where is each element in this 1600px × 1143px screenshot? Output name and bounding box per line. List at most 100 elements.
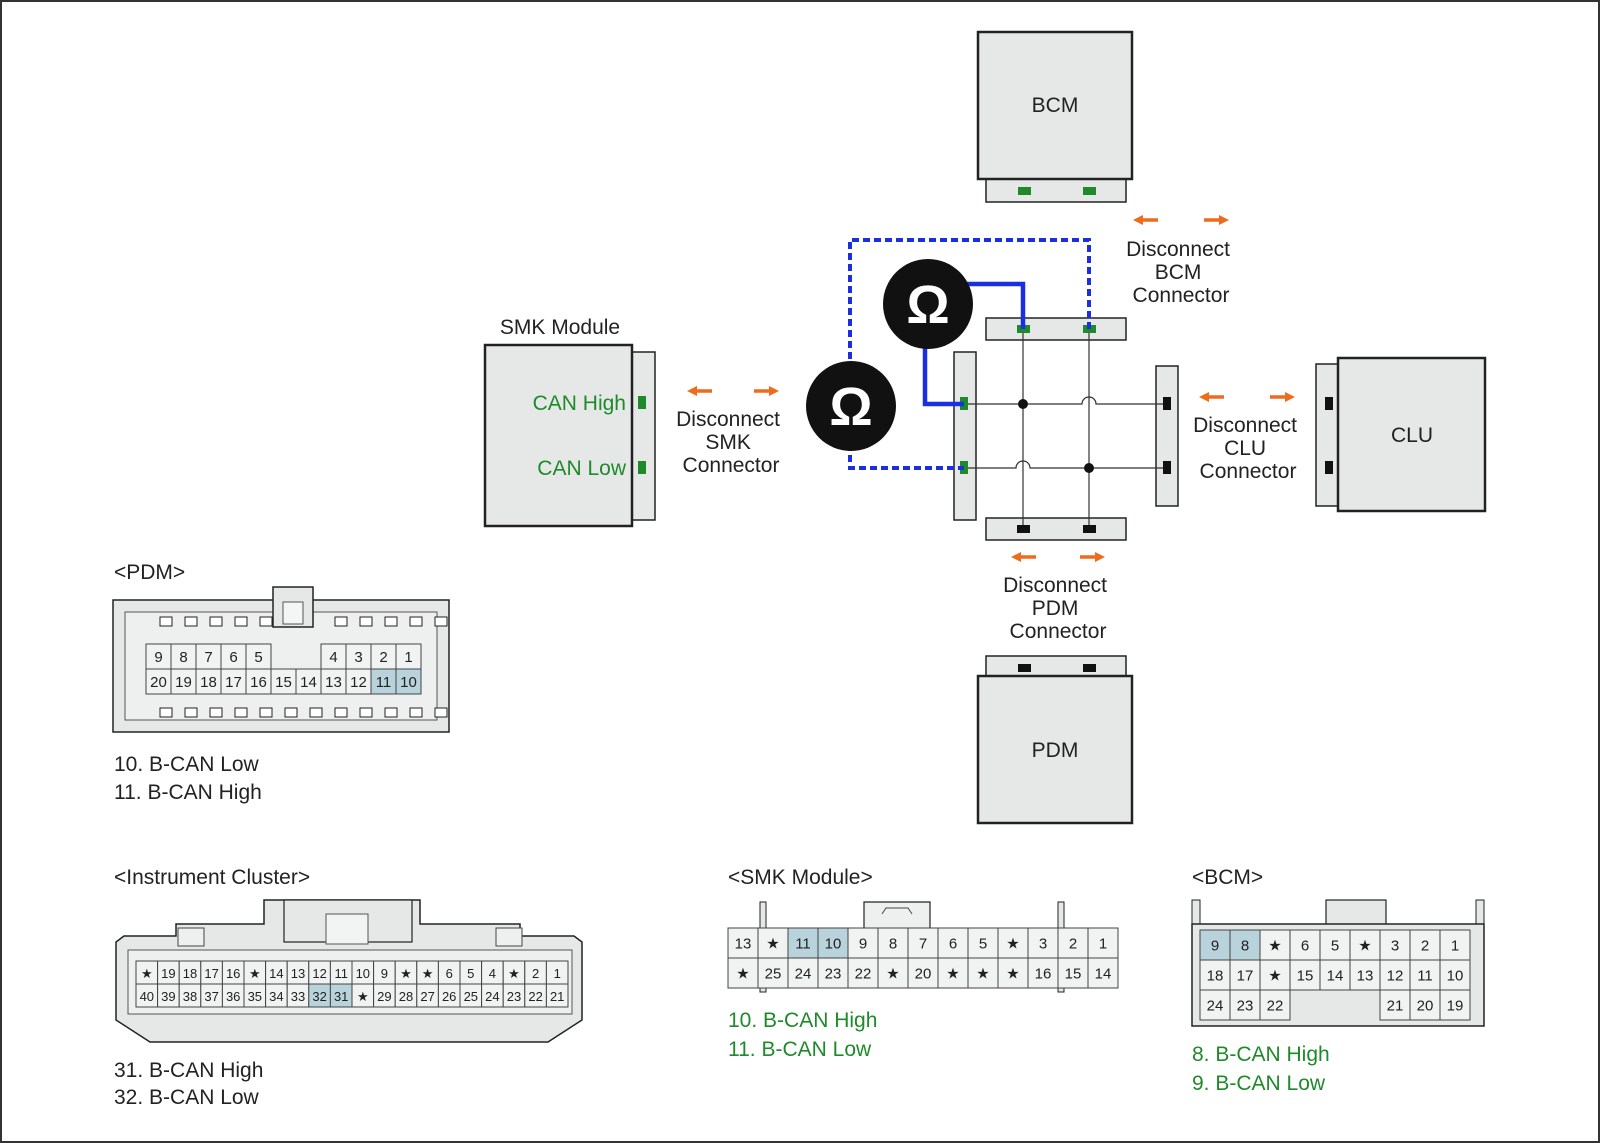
pin-number: 12 [1387,968,1404,985]
pin-number: 25 [765,966,782,983]
splice-dot [1084,463,1094,473]
pin-number: 24 [485,989,499,1004]
pdm-module-box [976,674,1134,825]
pdm-module: PDM [976,655,1134,825]
smk-can-low-label: CAN Low [537,457,627,480]
pin-number: 15 [275,674,292,691]
ohm-symbol: Ω [906,275,949,335]
pin-cell [1289,929,1321,961]
clu-module-pin [1325,397,1333,410]
pin-number: 15 [1065,966,1082,983]
junction-bcm-connector [985,317,1127,341]
pin-number: 5 [979,936,987,953]
pin-number: 5 [254,649,262,666]
junction-can-low-wire [965,460,1167,469]
pin-number: 23 [507,989,521,1004]
pin-number: 14 [269,966,283,981]
pin-number: ★ [1358,938,1371,955]
meter-probe-wire-dashed [848,238,1091,366]
smk-module-pin [638,461,646,474]
pin-number: 14 [1327,968,1344,985]
ohmmeter-icon [883,259,973,349]
bcm-legend-line: 8. B-CAN High [1192,1043,1330,1066]
pin-cell [877,927,909,959]
pin-number: ★ [976,966,989,983]
pin-cell [1409,989,1441,1021]
pin-number: 4 [489,966,496,981]
pin-number: ★ [422,966,434,981]
cluster-legend-line: 32. B-CAN Low [114,1086,260,1109]
connector-tooth [234,616,248,627]
connector-tooth [159,616,173,627]
pin-cell [345,668,372,695]
pin-cell [1349,929,1381,961]
pdm-module-pin [1018,664,1031,672]
pin-number: 20 [915,966,932,983]
pin-number: 37 [204,989,218,1004]
pin-cell [1087,957,1119,989]
pin-number: 17 [1237,968,1254,985]
pin-number: 6 [446,966,453,981]
clu-module-pin [1325,461,1333,474]
pin-number: 9 [154,649,162,666]
connector-tooth [409,707,423,718]
ohmmeter-left: Ω [806,361,896,451]
pin-cell [395,668,422,695]
pin-number: 18 [1207,968,1224,985]
pin-number: 21 [550,989,564,1004]
pin-number: 5 [1331,938,1339,955]
pin-cell [1057,957,1089,989]
smk-legend-line: 10. B-CAN High [728,1009,877,1032]
pin-number: 23 [825,966,842,983]
disconnect-pdm-label: Disconnect PDM Connector [1003,574,1113,643]
pin-number: 24 [1207,998,1224,1015]
bcm-legend-line: 9. B-CAN Low [1192,1072,1326,1095]
connector-tooth [384,616,398,627]
pin-number: 13 [735,936,752,953]
pin-cell [1349,959,1381,991]
pin-number: 22 [855,966,872,983]
pin-number: 8 [889,936,897,953]
smk-connector-title: <SMK Module> [728,866,873,889]
pdm-connector-title: <PDM> [114,561,185,584]
pin-number: 6 [1301,938,1309,955]
junction-smk-connector [953,351,977,521]
pdm-legend-line: 11. B-CAN High [114,781,262,804]
pin-number: 5 [467,966,474,981]
pin-number: 10 [400,674,417,691]
pin-cell [907,927,939,959]
pdm-module-label: PDM [1032,739,1079,762]
pin-number: 3 [1391,938,1399,955]
clu-module-label: CLU [1391,424,1433,447]
pin-number: 6 [949,936,957,953]
bcm-connector-post [1191,899,1201,927]
pin-number: 11 [795,936,811,953]
pdm-connector-latch-slot [282,601,304,625]
pin-number: 9 [1211,938,1219,955]
pin-number: ★ [736,966,749,983]
junction-pin [1163,461,1171,474]
pin-cell [145,668,172,695]
bcm-module-label: BCM [1032,94,1079,117]
pin-cell [545,983,569,1008]
disconnect-smk-label: Disconnect SMK Connector [676,408,786,477]
pdm-legend-line: 10. B-CAN Low [114,753,260,776]
clu-module: CLU [1315,356,1487,513]
pin-number: 1 [1451,938,1459,955]
pin-number: 24 [795,966,812,983]
pin-number: 2 [532,966,539,981]
connector-tooth [309,707,323,718]
pin-number: 10 [825,936,842,953]
pin-number: 27 [420,989,434,1004]
junction-pdm-connector [985,517,1127,541]
pin-number: 18 [200,674,217,691]
pin-number: 18 [183,966,197,981]
pin-number: 17 [225,674,242,691]
pin-number: 11 [1417,968,1433,985]
pin-number: 22 [1267,998,1284,1015]
cluster-connector-tab [495,927,523,947]
pin-cell [145,643,172,670]
